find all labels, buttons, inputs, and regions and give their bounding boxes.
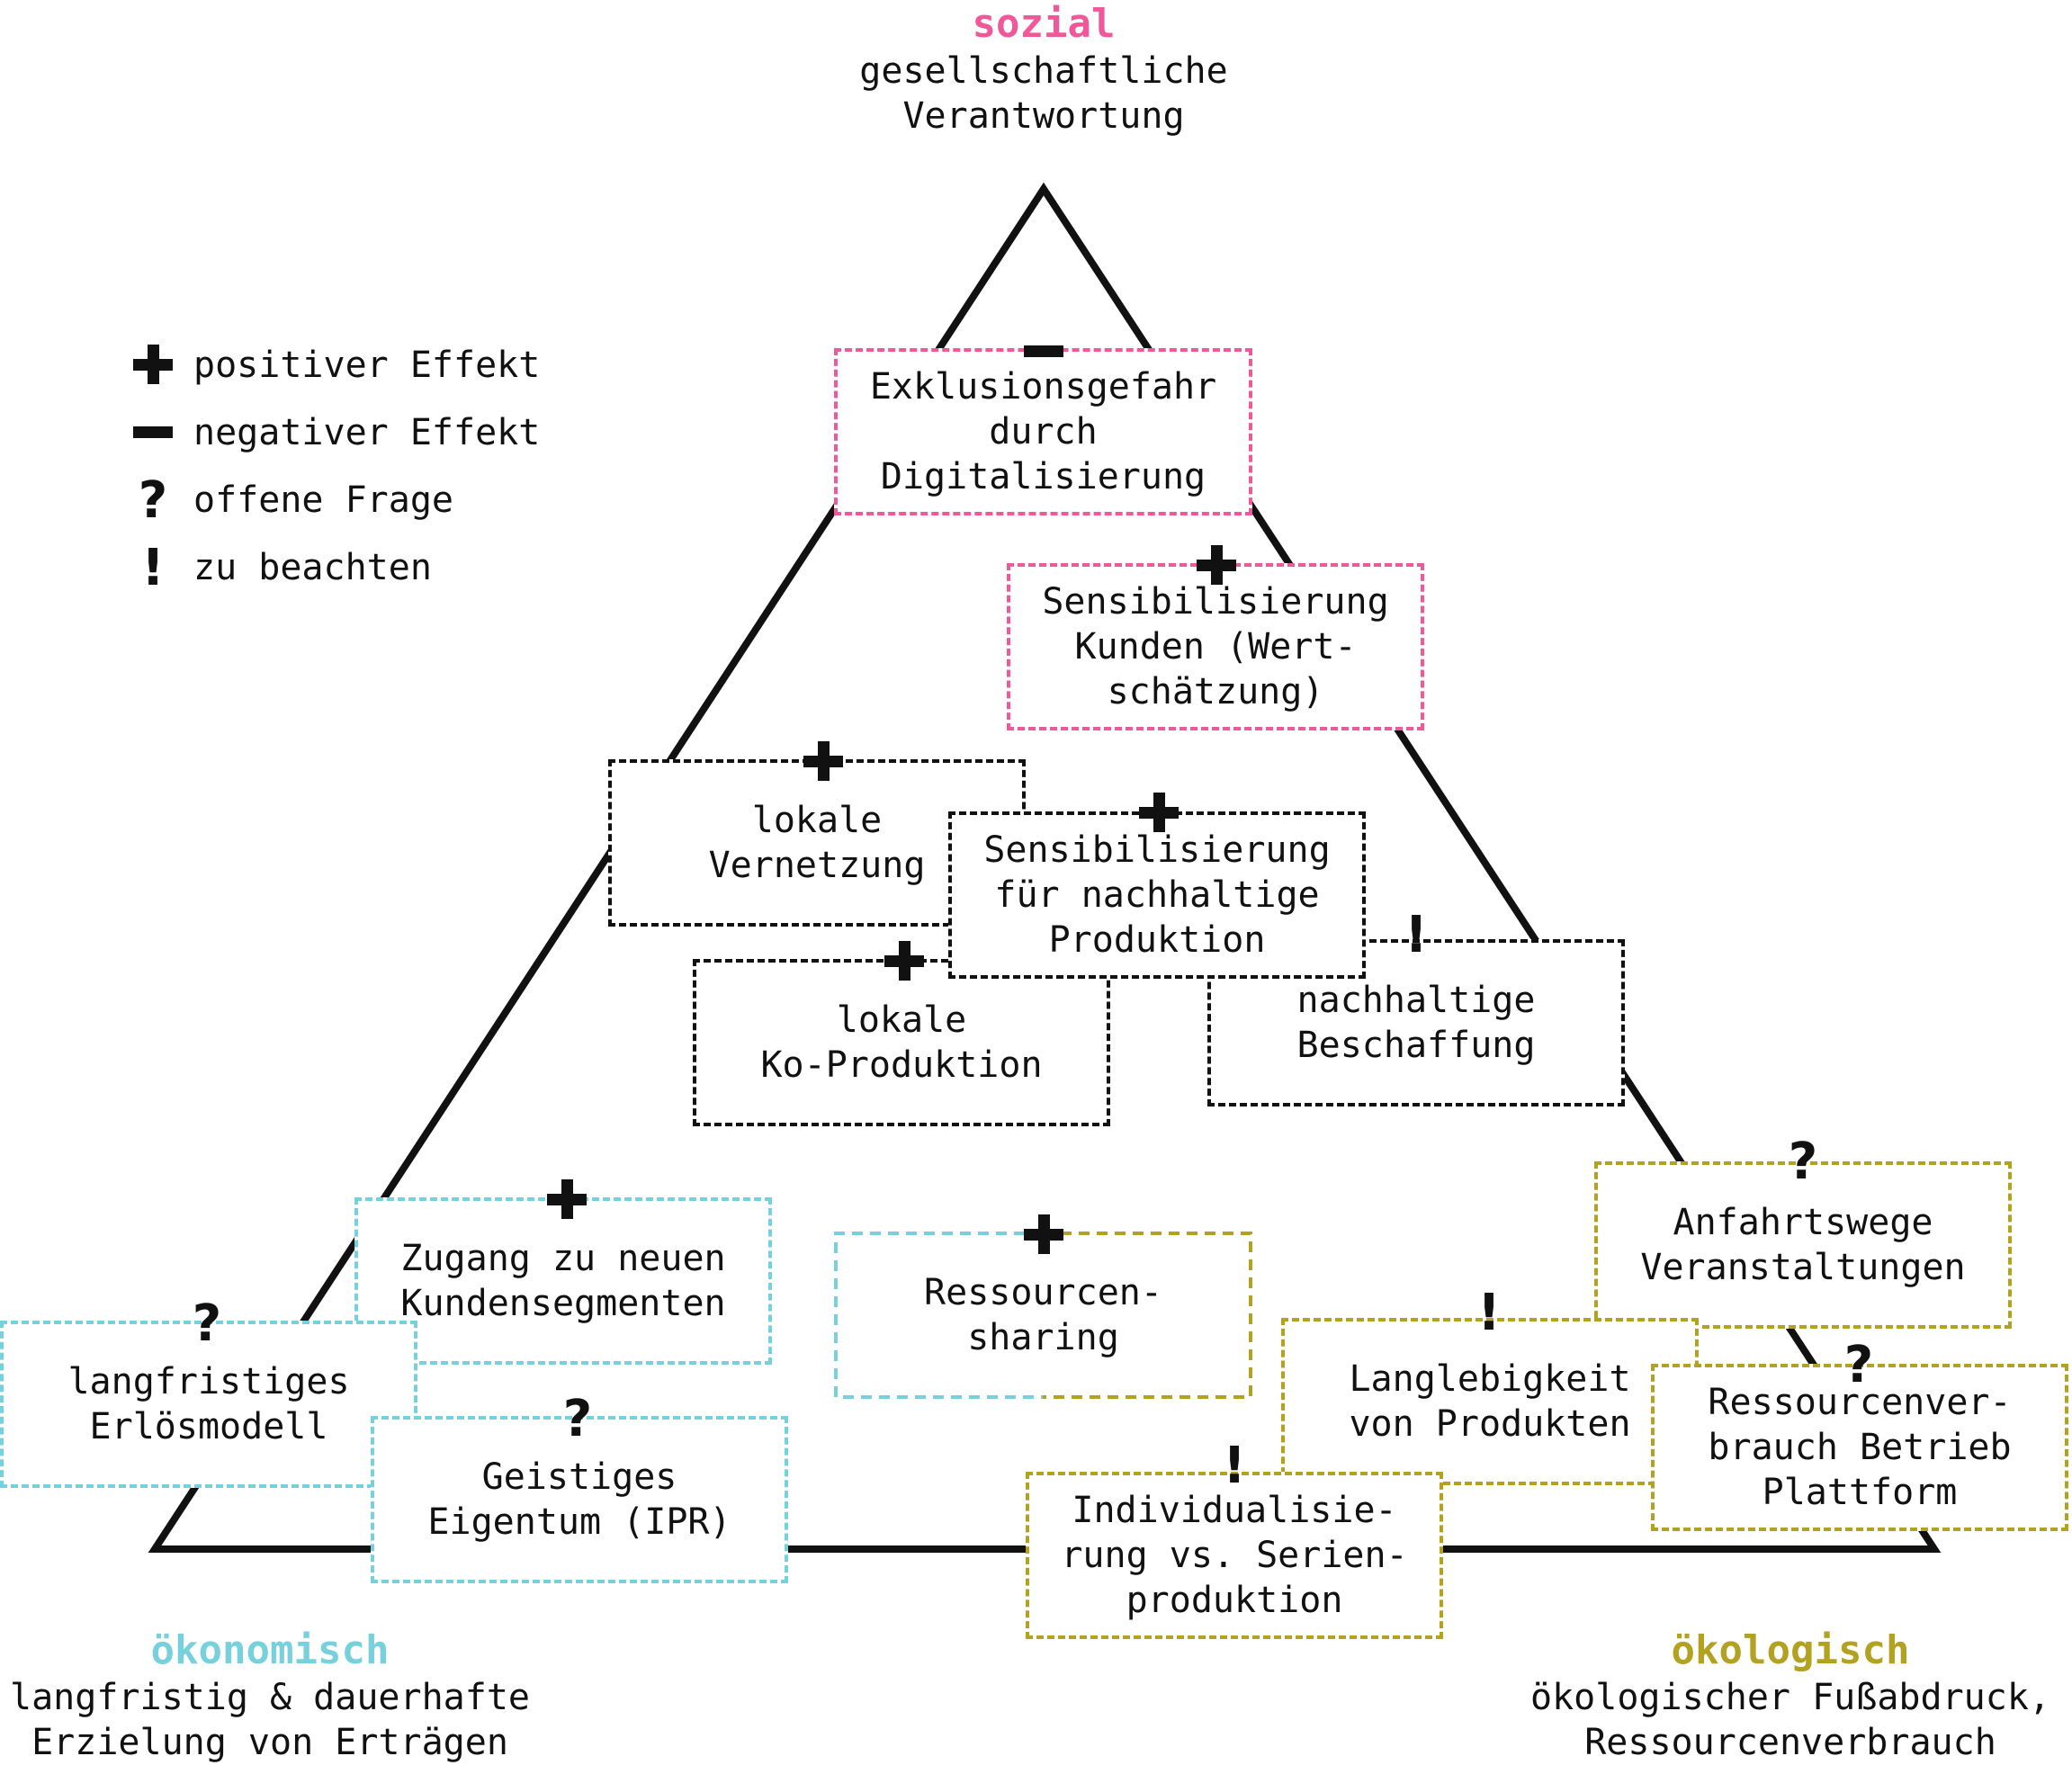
box-text: Individualisie- rung vs. Serien- produkt…	[1061, 1490, 1408, 1621]
box-text: Sensibilisierung für nachhaltige Produkt…	[983, 829, 1331, 961]
plus-icon	[1139, 793, 1179, 832]
question-icon	[562, 1391, 593, 1445]
box-text: Geistiges Eigentum (IPR)	[427, 1456, 731, 1543]
box-nachhaltige-beschaffung: nachhaltige Beschaffung	[1207, 939, 1625, 1106]
exclamation-icon	[1223, 1438, 1246, 1492]
box-text: lokale Vernetzung	[708, 800, 926, 886]
box-text: nachhaltige Beschaffung	[1296, 980, 1536, 1066]
plus-icon	[547, 1179, 587, 1219]
box-geistiges-eigentum: Geistiges Eigentum (IPR)	[371, 1416, 788, 1583]
corner-subtitle-oekonomisch: langfristig & dauerhafte Erzielung von E…	[10, 1677, 530, 1763]
box-text: Ressourcen- sharing	[924, 1272, 1162, 1358]
corner-subtitle-sozial: gesellschaftliche Verantwortung	[859, 50, 1228, 137]
legend-label: positiver Effekt	[193, 345, 541, 386]
box-text: Zugang zu neuen Kundensegmenten	[400, 1238, 726, 1324]
legend-label: offene Frage	[193, 479, 453, 521]
box-text: langfristiges Erlösmodell	[67, 1361, 350, 1447]
plus-icon	[1197, 545, 1236, 585]
box-text: Langlebigkeit von Produkten	[1349, 1358, 1631, 1445]
plus-icon	[1024, 1214, 1063, 1254]
box-text: Exklusionsgefahr durch Digitalisierung	[869, 366, 1217, 497]
split-border	[834, 1232, 1252, 1399]
corner-label-oekologisch: ökologisch ökologischer Fußabdruck, Ress…	[1511, 1626, 2069, 1765]
box-langlebigkeit: Langlebigkeit von Produkten	[1281, 1318, 1699, 1485]
plus-icon	[884, 941, 924, 981]
corner-title-oekonomisch: ökonomisch	[150, 1627, 390, 1673]
box-text: Sensibilisierung Kunden (Wert- schätzung…	[1042, 581, 1389, 712]
box-text: Ressourcenver- brauch Betrieb Plattform	[1708, 1382, 2012, 1513]
corner-title-oekologisch: ökologisch	[1671, 1627, 1910, 1673]
exclamation-icon	[141, 540, 165, 594]
legend-label: negativer Effekt	[193, 412, 541, 453]
minus-icon	[133, 426, 173, 438]
corner-label-oekonomisch: ökonomisch langfristig & dauerhafte Erzi…	[0, 1626, 540, 1765]
question-icon	[192, 1295, 222, 1349]
question-icon	[138, 472, 168, 526]
box-ressourcen-sharing: Ressourcen- sharing	[834, 1232, 1252, 1399]
box-exklusionsgefahr: Exklusionsgefahr durch Digitalisierung	[834, 348, 1252, 515]
box-individualisierung: Individualisie- rung vs. Serien- produkt…	[1026, 1472, 1443, 1639]
question-icon	[1788, 1133, 1818, 1187]
box-text: Anfahrtswege Veranstaltungen	[1640, 1202, 1966, 1288]
box-zugang-kundensegmente: Zugang zu neuen Kundensegmenten	[354, 1197, 772, 1365]
corner-label-sozial: sozial gesellschaftliche Verantwortung	[810, 0, 1278, 139]
minus-icon	[1024, 345, 1063, 357]
corner-subtitle-oekologisch: ökologischer Fußabdruck, Ressourcenverbr…	[1530, 1677, 2050, 1763]
exclamation-icon	[1404, 907, 1428, 961]
box-text: lokale Ko-Produktion	[760, 999, 1043, 1086]
box-sensibilisierung-kunden: Sensibilisierung Kunden (Wert- schätzung…	[1007, 563, 1424, 730]
legend-label: zu beachten	[193, 547, 432, 588]
corner-title-sozial: sozial	[972, 1, 1116, 47]
exclamation-icon	[1477, 1285, 1501, 1339]
box-ressourcenverbrauch-plattform: Ressourcenver- brauch Betrieb Plattform	[1651, 1364, 2068, 1531]
plus-icon	[803, 741, 843, 781]
plus-icon	[133, 345, 173, 384]
question-icon	[1843, 1337, 1874, 1391]
